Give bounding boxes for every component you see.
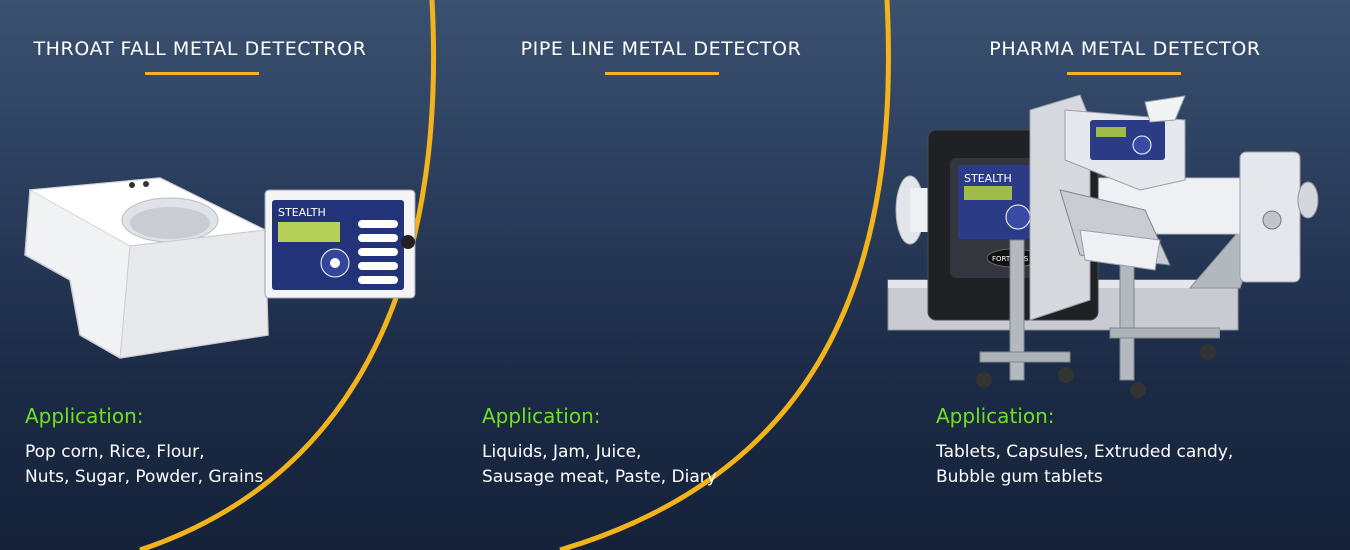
panel-title: PHARMA METAL DETECTOR — [989, 38, 1261, 60]
application-label: Application: — [936, 404, 1055, 428]
pharma-panel: PHARMA METAL DETECTOR Application: Table… — [900, 0, 1350, 550]
application-description: Tablets, Capsules, Extruded candy, Bubbl… — [936, 440, 1233, 490]
panel-title: THROAT FALL METAL DETECTROR — [33, 38, 367, 60]
application-label: Application: — [482, 404, 601, 428]
panel-title: PIPE LINE METAL DETECTOR — [520, 38, 802, 60]
throat-fall-panel: THROAT FALL METAL DETECTROR STEALTH Appl… — [0, 0, 430, 550]
svg-text:STEALTH: STEALTH — [964, 172, 1012, 185]
description-line: Sausage meat, Paste, Diary — [482, 467, 717, 487]
application-description: Pop corn, Rice, Flour, Nuts, Sugar, Powd… — [25, 440, 263, 490]
title-underline — [145, 72, 259, 75]
application-description: Liquids, Jam, Juice, Sausage meat, Paste… — [482, 440, 717, 490]
pipe-line-panel: PIPE LINE METAL DETECTOR STEALTH FORTRES… — [440, 0, 1319, 550]
description-line: Pop corn, Rice, Flour, — [25, 442, 205, 462]
description-line: Tablets, Capsules, Extruded candy, — [936, 442, 1234, 462]
application-label: Application: — [25, 404, 144, 428]
description-line: Bubble gum tablets — [936, 467, 1103, 487]
pharma-metal-detector-image — [976, 94, 1220, 398]
svg-text:STEALTH: STEALTH — [278, 206, 326, 219]
description-line: Nuts, Sugar, Powder, Grains — [25, 467, 264, 487]
title-underline — [605, 72, 719, 75]
description-line: Liquids, Jam, Juice, — [482, 442, 642, 462]
title-underline — [1067, 72, 1181, 75]
throat-fall-metal-detector-image: STEALTH — [24, 177, 416, 359]
